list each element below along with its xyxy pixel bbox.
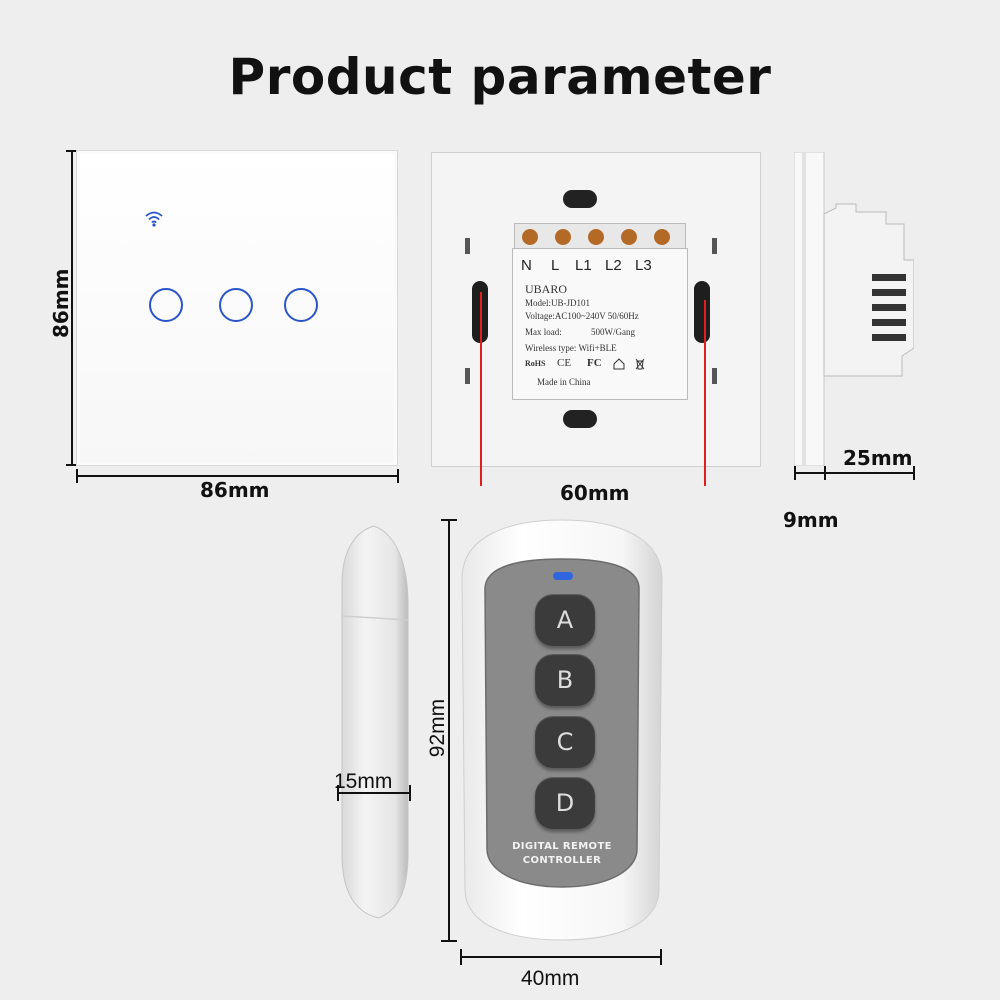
switch-side-profile — [794, 152, 914, 466]
remote-button-c-label: C — [556, 728, 574, 756]
front-height-dimension-line — [71, 150, 73, 466]
switch-front-panel — [76, 150, 398, 466]
terminal-screw — [555, 229, 571, 245]
front-height-label: 86mm — [49, 268, 73, 338]
front-width-tick-left — [76, 469, 78, 483]
terminal-block — [514, 223, 686, 249]
remote-depth-label: 15mm — [334, 770, 393, 793]
made-in-label: Made in China — [537, 377, 591, 387]
screw-slot-right — [694, 281, 710, 343]
remote-button-b-label: B — [556, 666, 574, 694]
remote-side-view — [341, 525, 409, 919]
cert-ce: CE — [557, 357, 572, 369]
terminal-screw — [654, 229, 670, 245]
vent — [712, 368, 717, 384]
terminal-label-n: N — [521, 257, 532, 274]
cert-fc: FC — [587, 357, 602, 369]
terminal-screw — [522, 229, 538, 245]
remote-button-a-label: A — [556, 606, 574, 634]
terminal-screw — [621, 229, 637, 245]
front-width-dimension-line — [76, 475, 398, 477]
terminal-screw — [588, 229, 604, 245]
weee-bin-icon — [635, 358, 645, 370]
remote-depth-dimension-line — [337, 792, 411, 794]
front-width-label: 86mm — [200, 478, 270, 502]
side-depth-label: 25mm — [843, 446, 913, 470]
vent — [712, 238, 717, 254]
module-max-load-value: 500W/Gang — [591, 327, 635, 337]
side-dimension-line — [794, 472, 914, 474]
touch-button-1 — [149, 288, 183, 322]
terminal-label-l1: L1 — [575, 257, 592, 274]
back-width-marker-right — [704, 300, 706, 486]
vent — [465, 238, 470, 254]
back-width-label: 60mm — [560, 481, 630, 505]
remote-button-c[interactable]: C — [535, 716, 595, 768]
module-wireless-type: Wireless type: Wifi+BLE — [525, 343, 617, 353]
module-max-load-label: Max load: — [525, 327, 562, 337]
module-brand: UBARO — [525, 282, 568, 296]
remote-label-line1: DIGITAL REMOTE — [512, 841, 612, 852]
remote-button-d[interactable]: D — [535, 777, 595, 829]
remote-controller: A B C D DIGITAL REMOTE CONTROLLER — [457, 519, 667, 942]
remote-button-d-label: D — [555, 789, 575, 817]
touch-button-3 — [284, 288, 318, 322]
remote-width-tick-right — [660, 949, 662, 965]
remote-height-dimension-line — [448, 519, 450, 942]
home-icon — [613, 358, 625, 370]
front-height-tick-bottom — [66, 464, 78, 466]
remote-label-line2: CONTROLLER — [522, 855, 602, 866]
switch-module: N L L1 L2 L3 UBARO Model:UB-JD101 Voltag… — [512, 248, 688, 400]
remote-width-label: 40mm — [521, 967, 580, 990]
remote-button-b[interactable]: B — [535, 654, 595, 706]
switch-back-panel: N L L1 L2 L3 UBARO Model:UB-JD101 Voltag… — [431, 152, 761, 467]
remote-depth-tick-left — [337, 785, 339, 801]
side-panel-label: 9mm — [783, 508, 839, 532]
cert-rohs: RoHS — [525, 359, 546, 368]
remote-height-tick-bottom — [441, 940, 457, 942]
mounting-slot-top — [563, 190, 597, 208]
front-height-tick-top — [66, 150, 78, 152]
remote-height-tick-top — [441, 519, 457, 521]
side-tick-middle — [824, 466, 826, 480]
remote-width-tick-left — [460, 949, 462, 965]
mounting-slot-bottom — [563, 410, 597, 428]
terminal-label-l: L — [551, 257, 560, 274]
module-voltage: Voltage:AC100~240V 50/60Hz — [525, 311, 639, 321]
page-title: Product parameter — [228, 48, 772, 106]
terminal-label-l3: L3 — [635, 257, 652, 274]
remote-depth-tick-right — [409, 785, 411, 801]
side-tick-right — [913, 466, 915, 480]
touch-button-2 — [219, 288, 253, 322]
terminal-label-l2: L2 — [605, 257, 622, 274]
vent — [465, 368, 470, 384]
side-tick-left — [794, 466, 796, 480]
wifi-icon — [145, 211, 163, 227]
back-width-marker-left — [480, 292, 482, 486]
remote-width-dimension-line — [460, 956, 662, 958]
led-indicator — [553, 572, 573, 580]
module-model: Model:UB-JD101 — [525, 298, 590, 308]
remote-height-label: 92mm — [426, 698, 449, 758]
front-width-tick-right — [397, 469, 399, 483]
remote-button-a[interactable]: A — [535, 594, 595, 646]
